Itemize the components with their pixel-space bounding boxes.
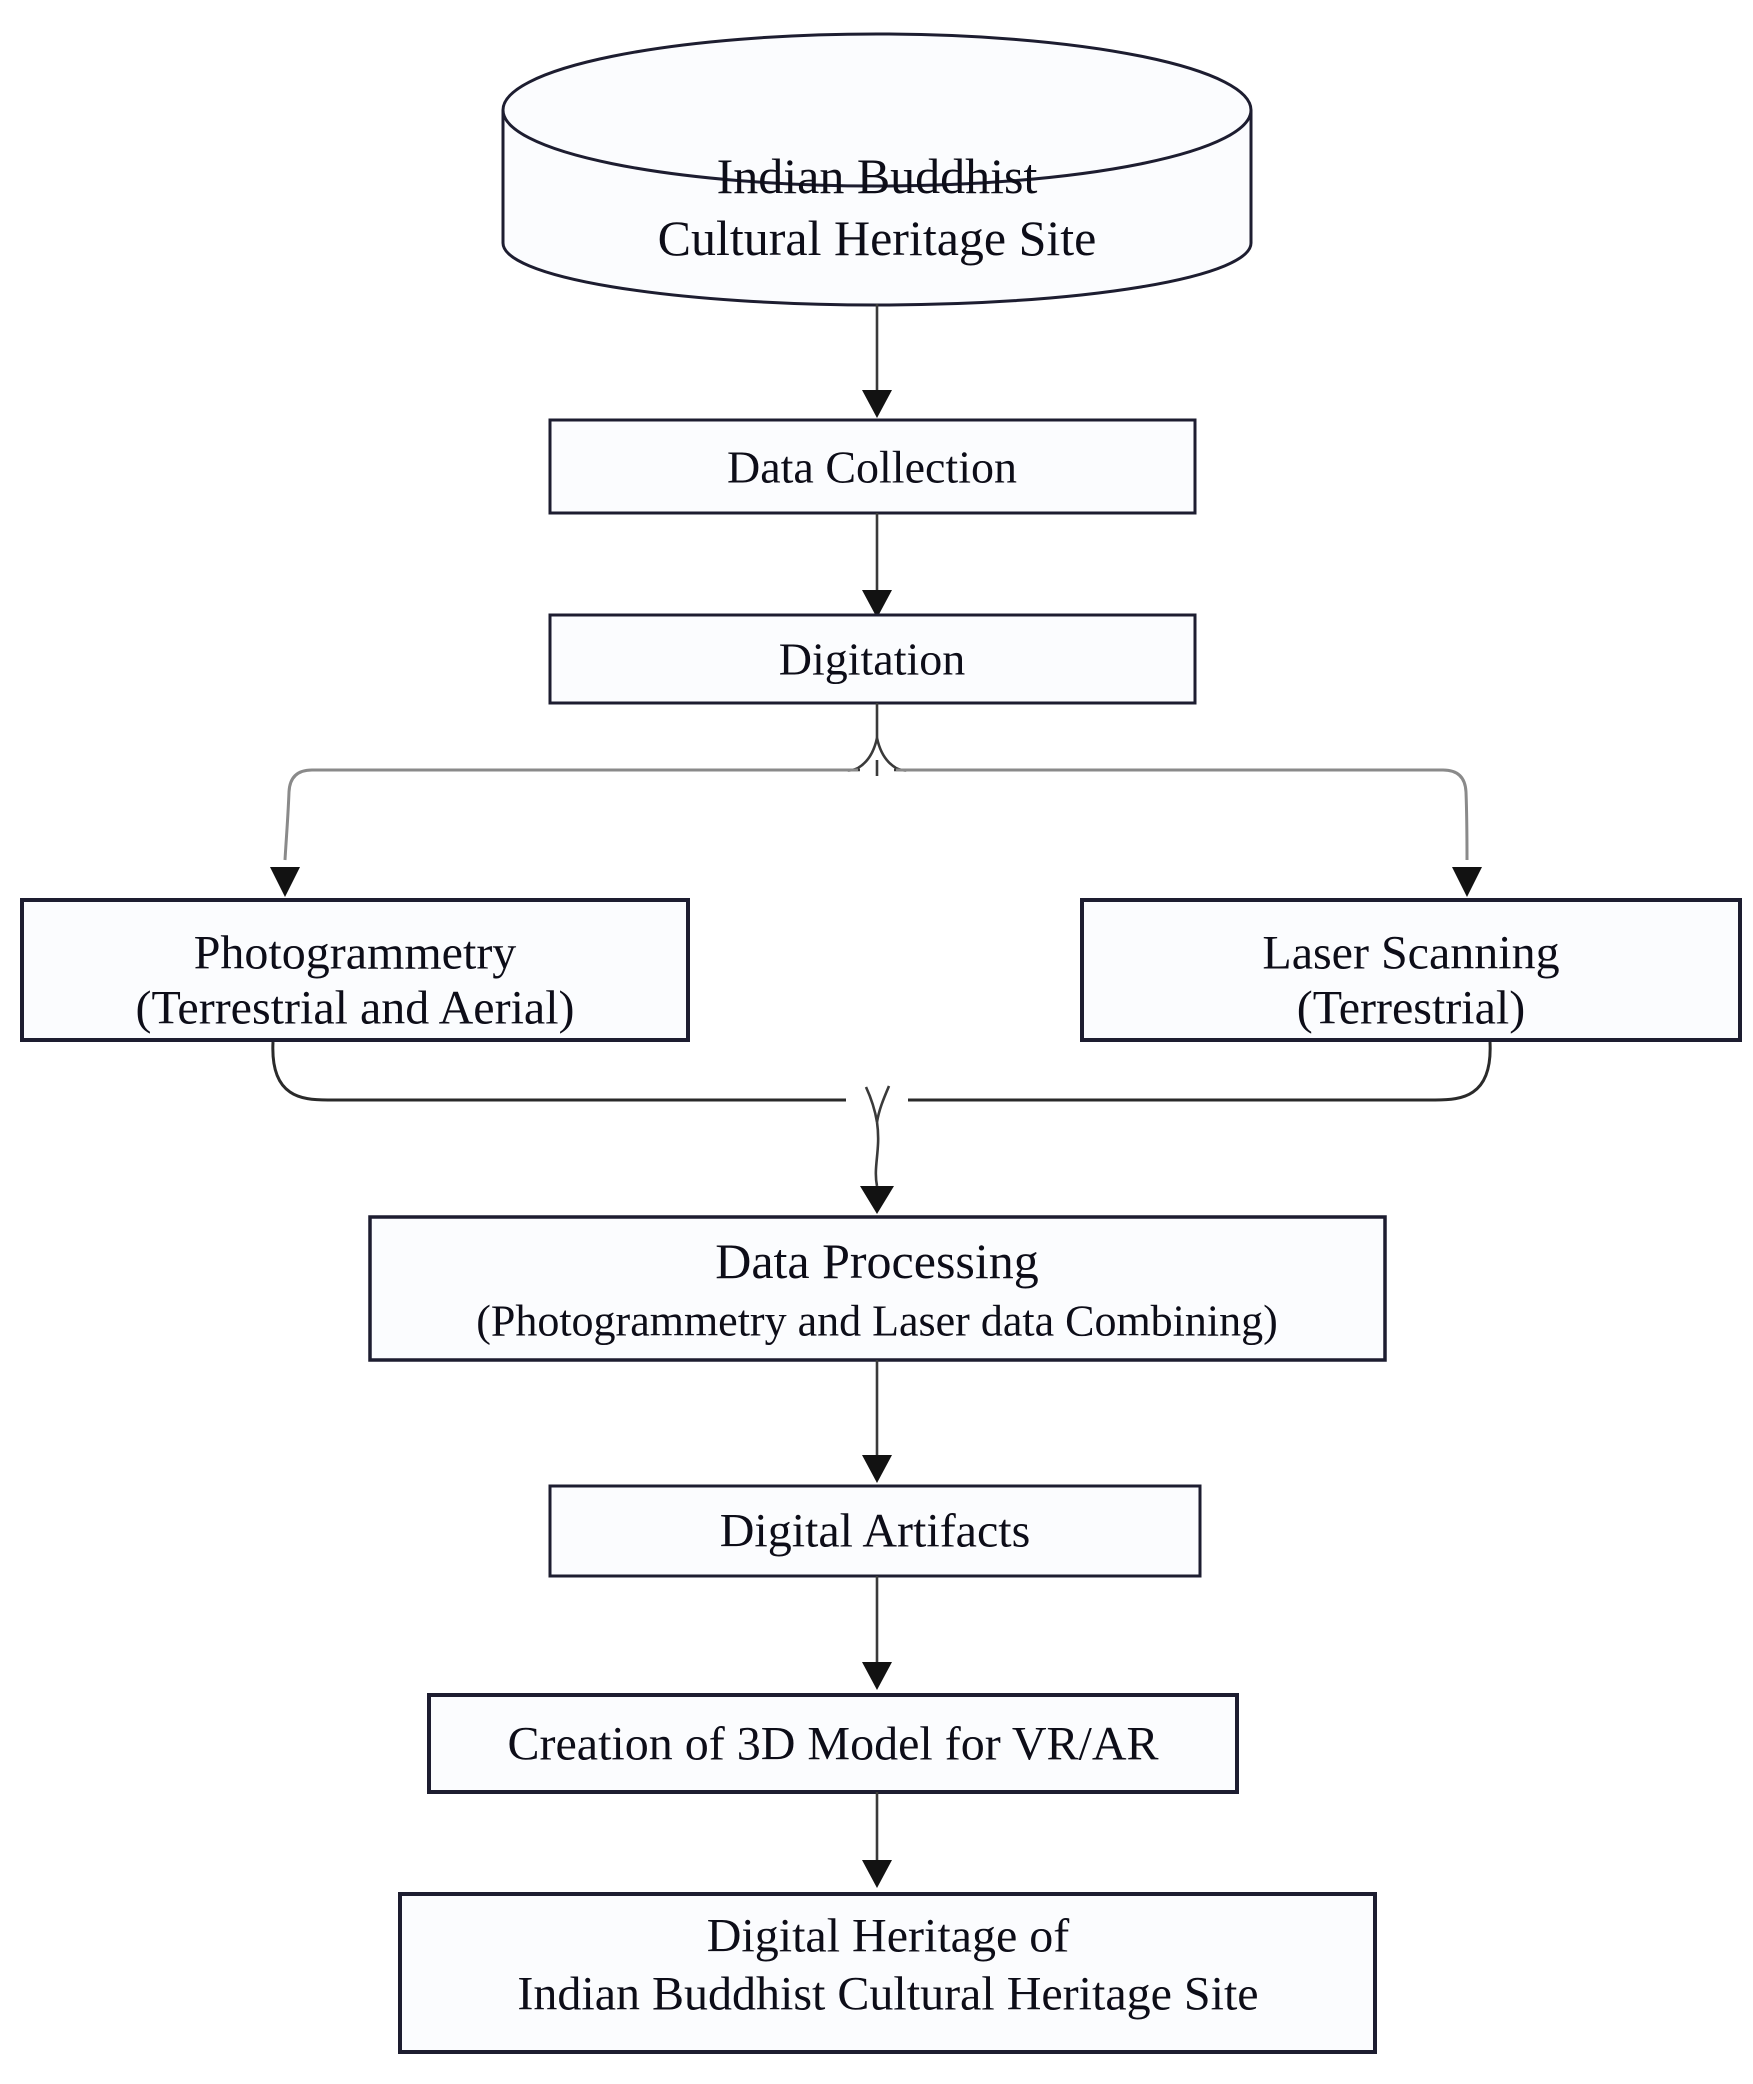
creation-3d-model-label: Creation of 3D Model for VR/AR: [507, 1718, 1158, 1771]
digital-heritage-label-line2: Indian Buddhist Cultural Heritage Site: [517, 1968, 1258, 2021]
photogrammetry-label-line2: (Terrestrial and Aerial): [135, 982, 574, 1035]
arrow-data-processing-to-digital-artifacts: [862, 1360, 892, 1483]
flow-node-digitation: Digitation: [548, 613, 1197, 705]
laser-scanning-label-line1: Laser Scanning: [1262, 927, 1559, 980]
arrowhead-icon: [270, 867, 300, 897]
flow-node-digital-heritage: Digital Heritage of Indian Buddhist Cult…: [398, 1892, 1377, 2054]
digital-artifacts-box: [548, 1484, 1202, 1578]
flow-node-data-collection: Data Collection: [548, 418, 1197, 515]
flow-node-data-processing: Data Processing (Photogrammetry and Lase…: [368, 1215, 1387, 1362]
flow-node-creation-3d-model: Creation of 3D Model for VR/AR: [427, 1693, 1239, 1794]
arrow-creation-to-digital-heritage: [862, 1792, 892, 1888]
digitation-label: Digitation: [779, 634, 966, 685]
data-collection-label: Data Collection: [727, 442, 1017, 493]
flow-node-laser-scanning: Laser Scanning (Terrestrial): [1080, 898, 1742, 1042]
arrow-digital-artifacts-to-creation: [862, 1576, 892, 1690]
flow-node-photogrammetry: Photogrammetry (Terrestrial and Aerial): [20, 898, 690, 1042]
source-cylinder-label-line1: Indian Buddhist: [717, 148, 1038, 204]
photogrammetry-box: [20, 898, 690, 1042]
arrowhead-icon: [1452, 867, 1482, 897]
photogrammetry-label-line1: Photogrammetry: [194, 927, 517, 980]
arrowhead-icon: [862, 1662, 892, 1690]
digital-heritage-label-line1: Digital Heritage of: [707, 1910, 1070, 1963]
arrowhead-icon: [862, 1455, 892, 1483]
arrowhead-icon: [862, 1860, 892, 1888]
data-processing-label-line2: (Photogrammetry and Laser data Combining…: [476, 1297, 1278, 1346]
laser-scanning-label-line2: (Terrestrial): [1297, 982, 1526, 1035]
data-collection-box: [548, 418, 1197, 515]
data-processing-label-line1: Data Processing: [715, 1233, 1039, 1289]
arrowhead-icon: [860, 1186, 894, 1214]
digitation-box: [548, 613, 1197, 705]
digital-heritage-box: [398, 1892, 1377, 2054]
fork-digitation-split: [270, 703, 1482, 897]
laser-scanning-box: [1080, 898, 1742, 1042]
flow-node-digital-artifacts: Digital Artifacts: [548, 1484, 1202, 1578]
flow-node-source-cylinder: Indian Buddhist Cultural Heritage Site: [501, 32, 1253, 307]
cylinder-top-shape: [501, 32, 1253, 188]
arrowhead-icon: [862, 390, 892, 418]
source-cylinder-label-line2: Cultural Heritage Site: [658, 210, 1097, 266]
arrow-data-collection-to-digitation: [862, 513, 892, 618]
arrow-source-to-data-collection: [862, 304, 892, 418]
digital-artifacts-label: Digital Artifacts: [720, 1505, 1031, 1558]
creation-3d-model-box: [427, 1693, 1239, 1794]
merge-branches-to-data-processing: [271, 1041, 1492, 1214]
arrowhead-icon: [862, 590, 892, 618]
